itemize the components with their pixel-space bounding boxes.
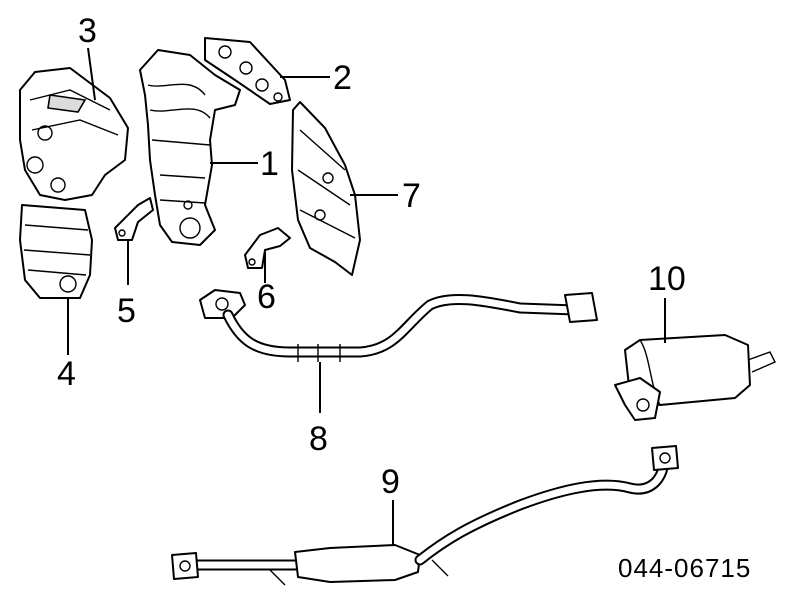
callout-5: 5: [117, 292, 136, 330]
part-9-center-exhaust-pipe[interactable]: [171, 445, 679, 586]
callout-7: 7: [402, 177, 421, 215]
callout-1: 1: [260, 145, 279, 183]
leader-lines: [67, 47, 666, 545]
callout-6: 6: [257, 278, 276, 316]
part-10-muffler[interactable]: [614, 334, 776, 421]
callout-9: 9: [381, 463, 400, 501]
part-6-bracket[interactable]: [244, 227, 291, 269]
part-2-manifold-gasket[interactable]: [204, 37, 291, 105]
part-8-front-exhaust-pipe[interactable]: [199, 289, 598, 362]
part-5-bracket[interactable]: [114, 197, 154, 241]
callout-4: 4: [57, 355, 76, 393]
part-7-heat-insulator[interactable]: [291, 101, 361, 276]
drawing-code: 044-06715: [618, 553, 751, 583]
part-3-heat-shield[interactable]: [19, 67, 129, 201]
callout-labels: 3 2 1 7 10 6 5 4 8 9: [57, 12, 686, 501]
callout-2: 2: [333, 59, 352, 97]
part-4-catalytic-converter[interactable]: [19, 204, 93, 299]
callout-10: 10: [648, 260, 686, 298]
callout-3: 3: [78, 12, 97, 50]
part-1-exhaust-manifold[interactable]: [139, 49, 241, 246]
callout-8: 8: [309, 420, 328, 458]
